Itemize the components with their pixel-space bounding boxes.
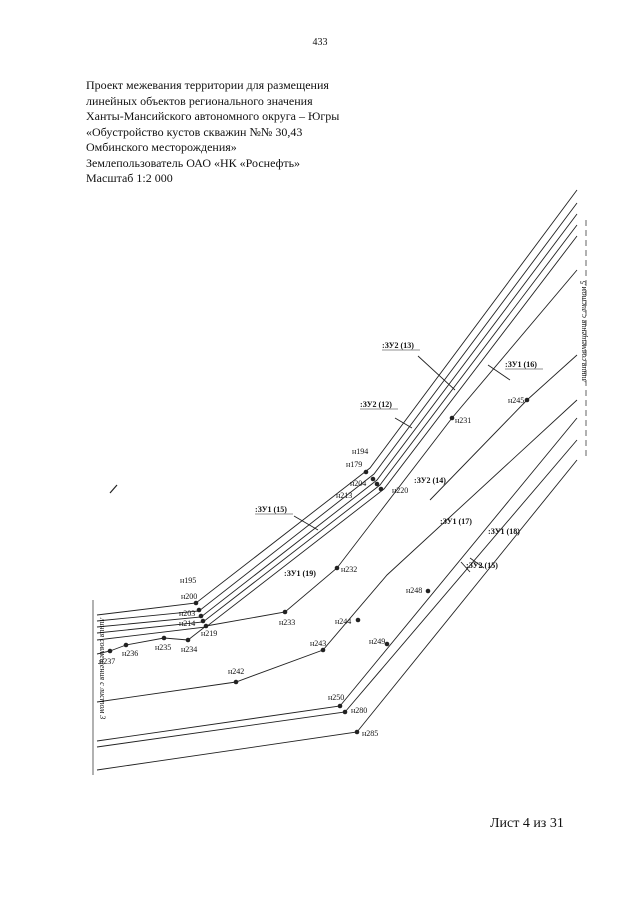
point-label: н249 bbox=[369, 637, 385, 646]
boundary-line bbox=[96, 224, 578, 634]
point-marker bbox=[320, 647, 326, 653]
leader-line bbox=[394, 417, 413, 429]
point-marker bbox=[425, 588, 431, 594]
plot-label-zu1-17: :ЗУ1 (17) bbox=[440, 517, 472, 526]
point-label: н236 bbox=[122, 649, 138, 658]
point-label: н280 bbox=[351, 706, 367, 715]
sheet-label: Лист 4 из 31 bbox=[490, 816, 564, 831]
boundary-line bbox=[96, 189, 578, 616]
point-label: н231 bbox=[455, 416, 471, 425]
boundary-line bbox=[429, 354, 578, 501]
point-label: н234 bbox=[181, 645, 197, 654]
plot-labels: :ЗУ2 (13) :ЗУ1 (16) :ЗУ2 (12) :ЗУ2 (14) … bbox=[255, 341, 543, 578]
scale-line: Масштаб 1:2 000 bbox=[86, 171, 173, 185]
point-marker bbox=[449, 415, 455, 421]
point-label: н179 bbox=[346, 460, 362, 469]
point-marker bbox=[282, 609, 288, 615]
point-marker bbox=[198, 613, 204, 619]
page-number: 433 bbox=[312, 37, 328, 48]
point-label: н195 bbox=[180, 576, 196, 585]
title-line: «Обустройство кустов скважин №№ 30,43 bbox=[86, 124, 303, 139]
boundary-line bbox=[96, 459, 578, 771]
point-label: н245 bbox=[508, 396, 524, 405]
point-label: н243 bbox=[310, 639, 326, 648]
plot-label-zu1-16: :ЗУ1 (16) bbox=[505, 360, 537, 369]
title-line: Проект межевания территории для размещен… bbox=[86, 78, 329, 92]
leader-line bbox=[460, 561, 471, 573]
stray-mark bbox=[109, 484, 118, 494]
point-label: н203 bbox=[179, 609, 195, 618]
point-label: н244 bbox=[335, 617, 351, 626]
boundary-line bbox=[96, 235, 578, 641]
survey-points bbox=[107, 397, 530, 735]
side-label-left: линия совмещения с листом 3 bbox=[98, 617, 107, 719]
point-marker bbox=[342, 709, 348, 715]
title-line: Землепользователь ОАО «НК «Роснефть» bbox=[86, 155, 301, 170]
point-label: н235 bbox=[155, 643, 171, 652]
point-marker bbox=[363, 469, 369, 475]
title-line: Ханты-Мансийского автономного округа – Ю… bbox=[86, 109, 340, 123]
point-labels: н194 н179 н204 н213 н220 н231 н245 н195 … bbox=[99, 396, 524, 738]
title-line: Омбинского месторождения» bbox=[86, 140, 237, 154]
point-label: н233 bbox=[279, 618, 295, 627]
plot-label-zu2-14: :ЗУ2 (14) bbox=[414, 476, 446, 485]
point-label: н237 bbox=[99, 657, 115, 666]
point-marker bbox=[334, 565, 340, 571]
point-label: н219 bbox=[201, 629, 217, 638]
point-marker bbox=[370, 476, 376, 482]
point-marker bbox=[337, 703, 343, 709]
point-marker bbox=[374, 481, 380, 487]
point-label: н248 bbox=[406, 586, 422, 595]
point-label: н213 bbox=[336, 491, 352, 500]
point-label: н232 bbox=[341, 565, 357, 574]
point-marker bbox=[123, 642, 129, 648]
boundary-lines bbox=[92, 189, 587, 775]
leader-line bbox=[469, 557, 485, 569]
point-marker bbox=[524, 397, 530, 403]
plot-label-zu2-13: :ЗУ2 (13) bbox=[382, 341, 414, 350]
point-marker bbox=[185, 637, 191, 643]
plot-label-zu2-12: :ЗУ2 (12) bbox=[360, 400, 392, 409]
leader-line bbox=[417, 355, 456, 391]
point-label: н285 bbox=[362, 729, 378, 738]
boundary-line bbox=[96, 202, 578, 622]
boundary-line bbox=[96, 399, 578, 703]
point-marker bbox=[161, 635, 167, 641]
side-label-right: линия совмещения с листом 5 bbox=[579, 281, 588, 383]
point-marker bbox=[355, 617, 361, 623]
point-label: н194 bbox=[352, 447, 368, 456]
point-marker bbox=[378, 486, 384, 492]
point-label: н214 bbox=[179, 619, 195, 628]
title-block: Проект межевания территории для размещен… bbox=[86, 78, 339, 187]
point-marker bbox=[193, 600, 199, 606]
plot-label-zu1-18: :ЗУ1 (18) bbox=[488, 527, 520, 536]
title-line: линейных объектов регионального значения bbox=[86, 93, 313, 108]
point-marker bbox=[384, 641, 390, 647]
point-label: н200 bbox=[181, 592, 197, 601]
point-marker bbox=[354, 729, 360, 735]
leader-line bbox=[293, 515, 319, 531]
plot-label-zu1-15: :ЗУ1 (15) bbox=[255, 505, 287, 514]
point-label: н220 bbox=[392, 486, 408, 495]
point-marker bbox=[107, 648, 113, 654]
point-marker bbox=[196, 607, 202, 613]
point-marker bbox=[233, 679, 239, 685]
leader-line bbox=[487, 364, 511, 381]
point-label: н242 bbox=[228, 667, 244, 676]
point-marker bbox=[203, 623, 209, 629]
plot-label-zu1-19: :ЗУ1 (19) bbox=[284, 569, 316, 578]
point-marker bbox=[200, 618, 206, 624]
point-label: н204 bbox=[350, 479, 366, 488]
boundary-line bbox=[205, 269, 578, 627]
plot-label-zu2-15: :ЗУ2 (15) bbox=[466, 561, 498, 570]
point-label: н250 bbox=[328, 693, 344, 702]
boundary-line bbox=[96, 213, 578, 628]
